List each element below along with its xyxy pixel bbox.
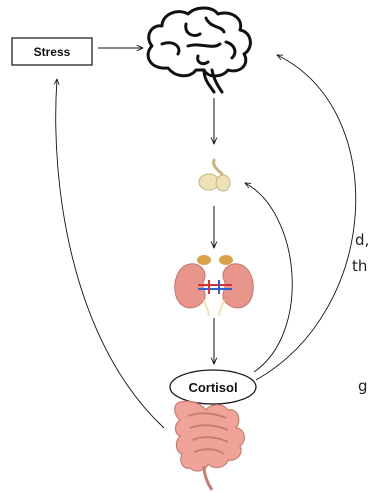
pituitary-gland-icon (199, 160, 230, 191)
left-adrenal-gland (197, 255, 211, 265)
cortisol-label: Cortisol (188, 380, 237, 395)
stress-node: Stress (12, 38, 92, 65)
side-text-line-3: g (358, 377, 368, 395)
cortisol-node: Cortisol (170, 370, 256, 404)
arrow-gut-to-stress (56, 79, 164, 428)
arrow-cortisol-to-brain (256, 55, 356, 380)
kidneys-icon (175, 255, 253, 316)
brain-icon (148, 8, 250, 92)
side-text-line-2: th (352, 257, 367, 275)
intestines-body (175, 401, 245, 471)
right-adrenal-gland (219, 255, 233, 265)
side-text-line-1: d, (355, 231, 369, 249)
stress-label: Stress (34, 45, 71, 59)
intestines-icon (175, 401, 245, 490)
